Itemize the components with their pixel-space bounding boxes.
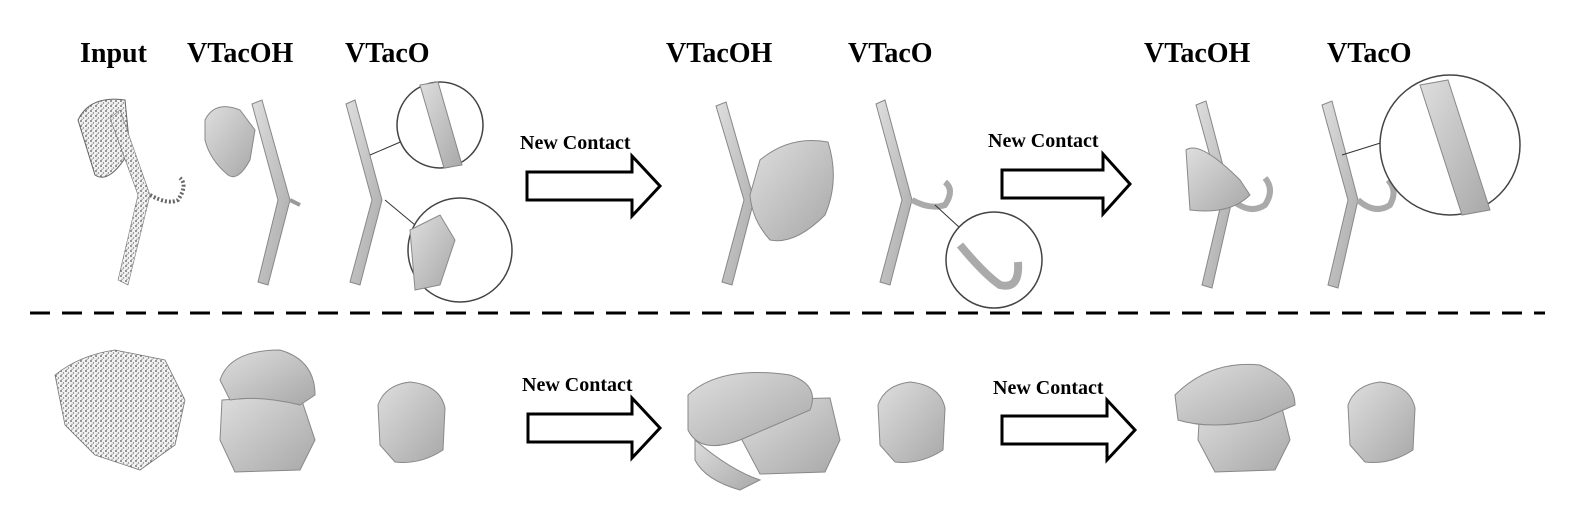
group2-vtacoh-hanger-with-hand [715,101,834,286]
arrow-bottom-2 [1000,396,1138,464]
group1-vtaco-hanger [345,81,513,303]
header-input: Input [80,38,147,69]
header-group1-vtaco: VTacO [345,38,430,69]
input-point-cloud-hanger [77,98,186,286]
group2-vtacoh-cube-with-hand [687,372,841,491]
arrow-top-1 [525,152,663,220]
group1-vtacoh-cube-with-hand [219,349,316,473]
arrow-label-top-1: New Contact [520,132,631,154]
group1-vtaco-cube [377,381,446,463]
arrow-top-2 [1000,150,1133,218]
group2-vtaco-hanger [875,99,1043,309]
arrow-bottom-1 [526,394,663,462]
group2-vtaco-cube [877,381,946,463]
arrow-label-bottom-2: New Contact [993,377,1104,399]
zoom-circle-hook [945,211,1043,309]
group3-vtaco-cube [1347,381,1416,463]
group1-vtacoh-hanger-with-hand [204,99,301,286]
header-group2-vtaco: VTacO [848,38,933,69]
group3-vtacoh-hanger-with-hand [1185,100,1273,289]
header-group3-vtacoh: VTacOH [1144,38,1251,69]
arrow-label-bottom-1: New Contact [522,374,633,396]
group3-vtacoh-cube-with-hand [1174,363,1296,473]
input-point-cloud-cube [54,349,186,471]
group3-vtaco-hanger [1321,74,1521,289]
header-group3-vtaco: VTacO [1327,38,1412,69]
header-group2-vtacoh: VTacOH [666,38,773,69]
header-group1-vtacoh: VTacOH [187,38,294,69]
arrow-label-top-2: New Contact [988,130,1099,152]
